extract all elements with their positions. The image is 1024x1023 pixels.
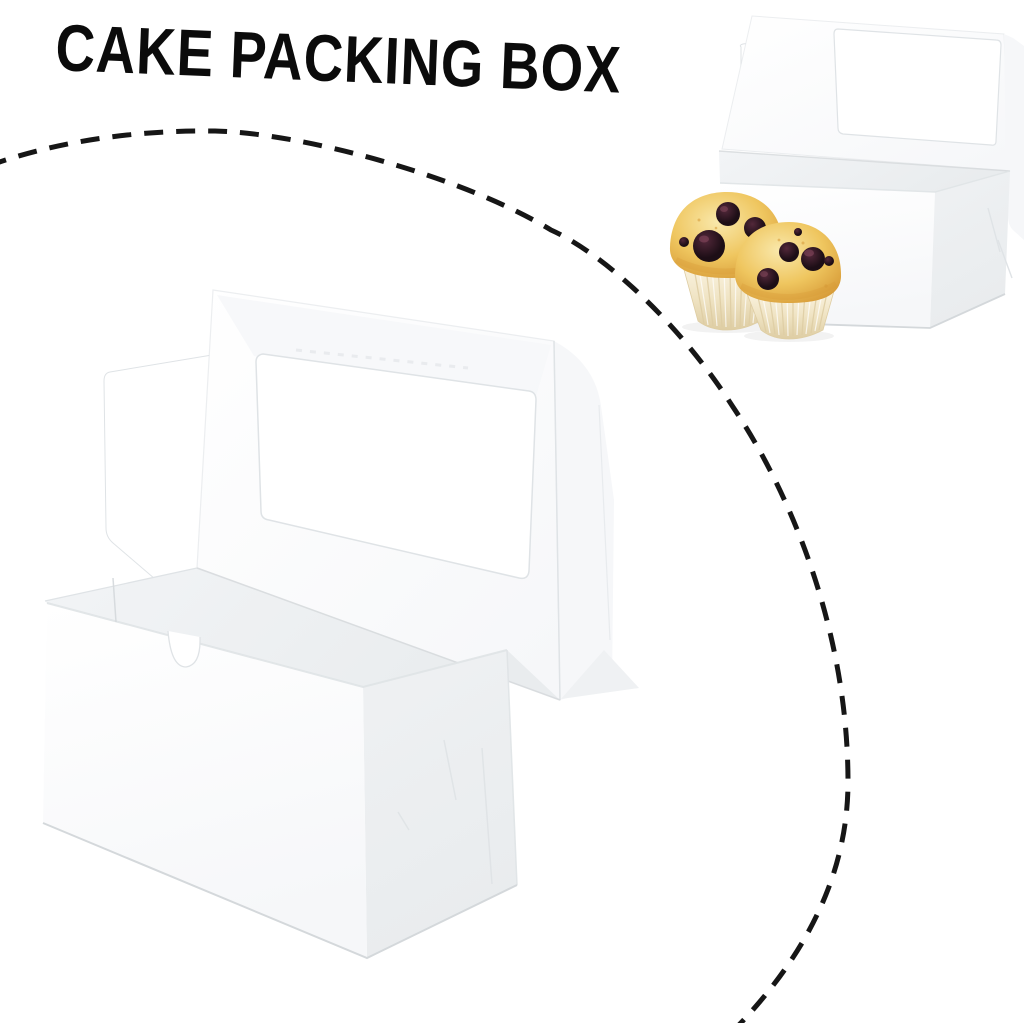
large-box-front-rim-line	[46, 602, 508, 689]
muffin-right-dome-browning	[739, 281, 838, 300]
large-box-bottom-edges	[42, 822, 518, 960]
large-box-lid-perforation	[295, 348, 469, 370]
large-box-lid-fold-crease	[553, 340, 561, 701]
inset-box-right-face	[930, 171, 1010, 328]
large-box-crease-lines	[112, 577, 518, 886]
large-cake-box	[42, 289, 639, 960]
muffins	[669, 192, 842, 342]
muffin-left-blueberries	[679, 202, 766, 262]
large-box-lid-side-flap	[554, 341, 614, 700]
large-box-window	[255, 353, 537, 580]
large-box-rim-thumb-tab	[167, 630, 201, 668]
large-box-right-face	[363, 650, 517, 958]
large-box-front-face	[43, 603, 367, 958]
large-box-interior	[45, 568, 560, 700]
large-box-left-rim-line	[44, 567, 198, 602]
large-box-lid-top-band	[217, 295, 551, 396]
muffin-right-crumb-specks	[777, 238, 828, 288]
inset-box-window	[833, 28, 1002, 146]
muffin-right-blueberries	[757, 228, 834, 290]
dashed-circle-annotation	[0, 128, 851, 1023]
large-box-lid-side-flap-crease	[598, 404, 611, 641]
muffin-right	[734, 222, 842, 342]
large-box-flap-corner-tab	[561, 650, 639, 699]
inset-box-interior	[719, 151, 1010, 192]
